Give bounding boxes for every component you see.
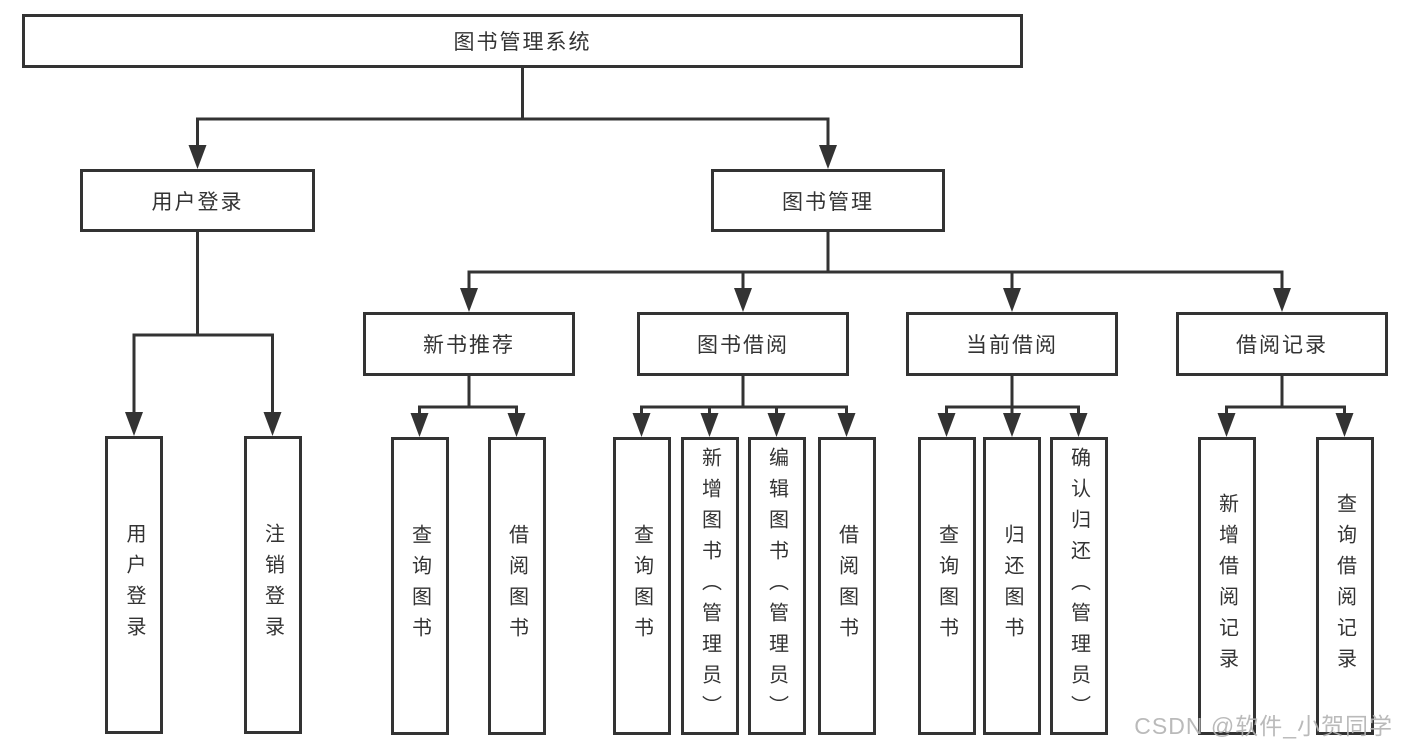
leaf-add-book-admin: 新增图书（管理员） — [680, 437, 739, 735]
leaf-query-book-3: 查询图书 — [917, 437, 976, 735]
node-borrow-records: 借阅记录 — [1176, 312, 1388, 376]
leaf-query-book-2: 查询图书 — [612, 437, 671, 735]
node-current-borrow: 当前借阅 — [906, 312, 1118, 376]
node-new-book-recommend: 新书推荐 — [363, 312, 575, 376]
node-book-borrow: 图书借阅 — [637, 312, 849, 376]
leaf-edit-book-admin: 编辑图书（管理员） — [747, 437, 806, 735]
leaf-query-book-1: 查询图书 — [390, 437, 449, 735]
node-root-system: 图书管理系统 — [22, 14, 1023, 68]
leaf-user-login: 用户登录 — [105, 436, 163, 734]
csdn-watermark: CSDN @软件_小贺同学 — [1134, 713, 1393, 739]
node-book-management: 图书管理 — [711, 169, 945, 232]
leaf-return-book: 归还图书 — [983, 437, 1041, 735]
leaf-add-borrow-record: 新增借阅记录 — [1197, 437, 1256, 735]
leaf-query-borrow-record: 查询借阅记录 — [1315, 437, 1374, 735]
leaf-confirm-return-admin: 确认归还（管理员） — [1049, 437, 1108, 735]
node-user-login: 用户登录 — [80, 169, 315, 232]
leaf-borrow-book-2: 借阅图书 — [817, 437, 876, 735]
leaf-borrow-book-1: 借阅图书 — [487, 437, 546, 735]
leaf-logout: 注销登录 — [243, 436, 302, 734]
